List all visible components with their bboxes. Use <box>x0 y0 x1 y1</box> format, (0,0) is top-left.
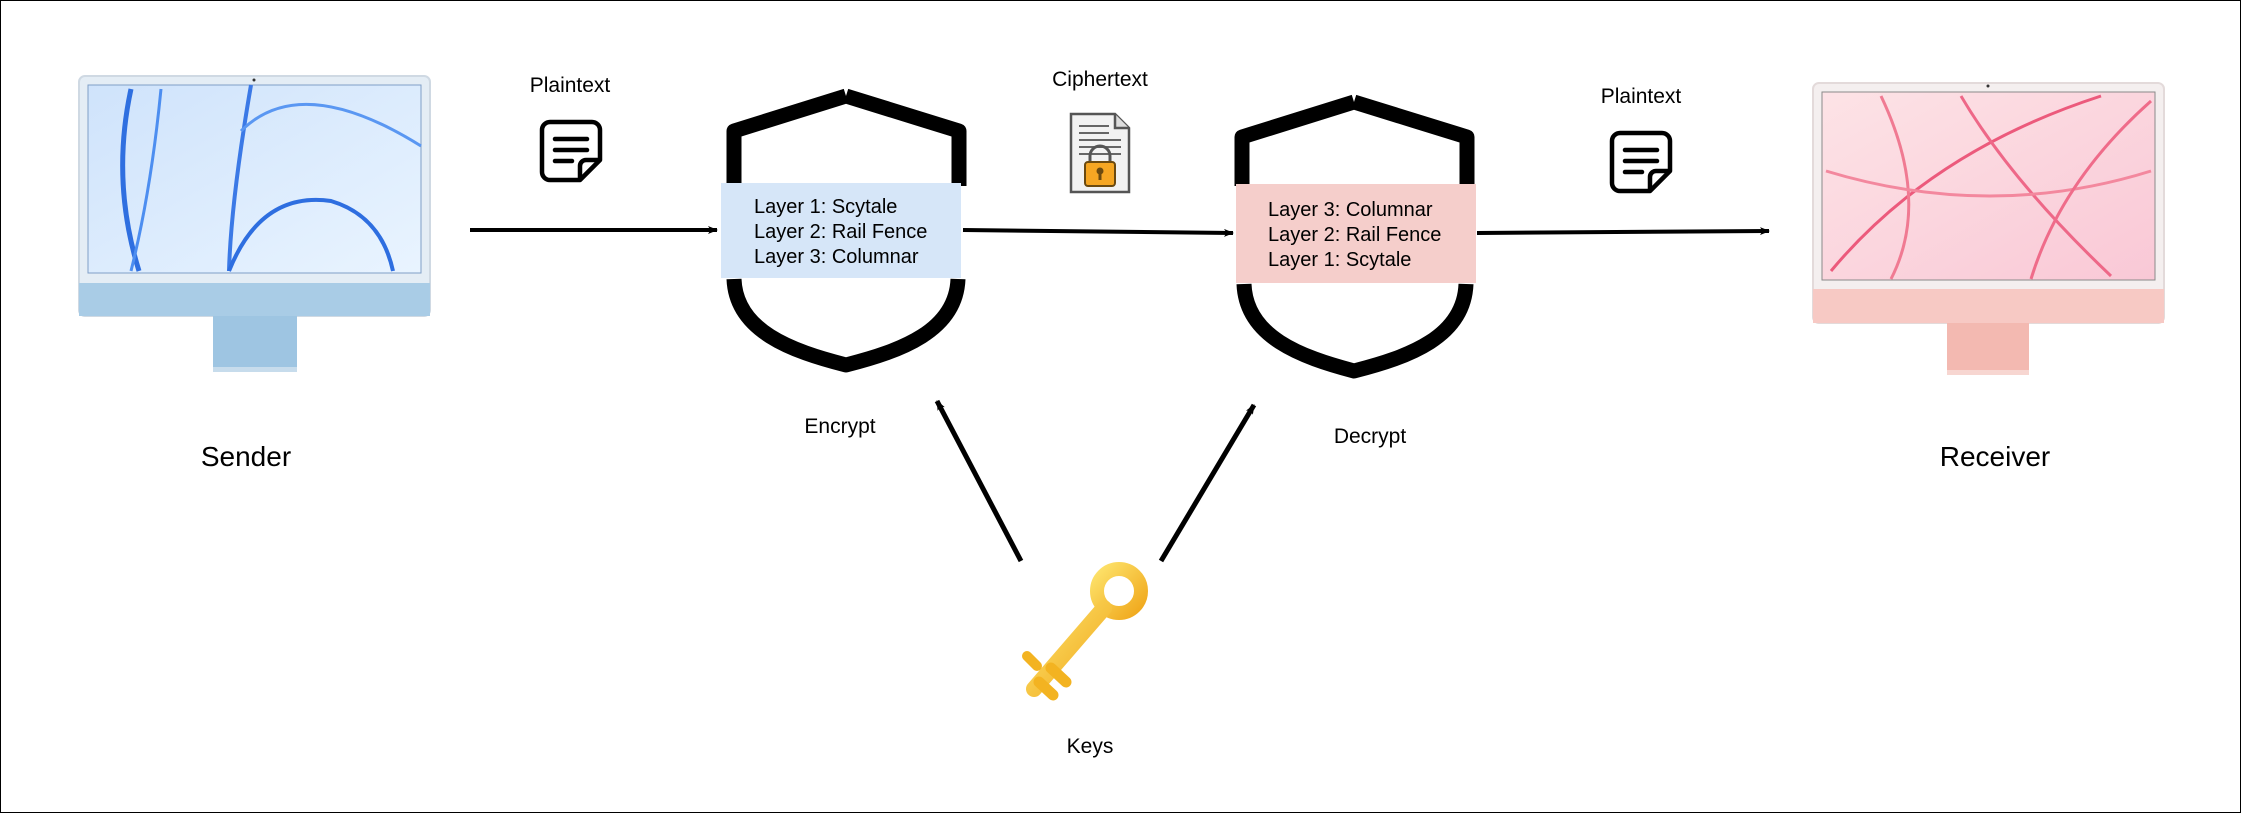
decrypt-shield-icon <box>1234 94 1475 379</box>
receiver-label: Receiver <box>1939 441 2051 472</box>
receiver-monitor-icon <box>1812 82 2165 375</box>
encrypt-layer-3: Layer 3: Columnar <box>754 246 919 268</box>
locked-document-icon <box>1069 112 1131 194</box>
decrypt-layer-1: Layer 3: Columnar <box>1268 199 1433 221</box>
note-icon <box>1609 130 1673 194</box>
sender-label: Sender <box>200 441 292 472</box>
encrypt-layers-box: Layer 1: Scytale Layer 2: Rail Fence Lay… <box>721 183 961 278</box>
ciphertext-label: Ciphertext <box>1052 68 1148 91</box>
decrypt-layers-box: Layer 3: Columnar Layer 2: Rail Fence La… <box>1236 184 1476 283</box>
arrow-decrypt-to-receiver <box>1476 227 1770 236</box>
decrypt-label: Decrypt <box>1333 425 1407 448</box>
encrypt-shield-icon <box>726 88 967 373</box>
arrow-keys-to-decrypt <box>1158 403 1257 563</box>
decrypt-layer-2: Layer 2: Rail Fence <box>1268 224 1442 246</box>
encrypt-label: Encrypt <box>804 415 876 438</box>
encrypt-layer-2: Layer 2: Rail Fence <box>754 221 928 243</box>
decrypt-layer-3: Layer 1: Scytale <box>1268 249 1412 271</box>
arrow-keys-to-encrypt <box>934 399 1024 563</box>
sender-monitor-icon <box>78 75 431 372</box>
note-icon <box>539 119 603 183</box>
key-icon <box>1022 562 1148 701</box>
encrypt-layer-1: Layer 1: Scytale <box>754 196 898 218</box>
keys-label: Keys <box>1066 735 1114 758</box>
arrow-encrypt-to-decrypt <box>962 228 1234 237</box>
plaintext-label-right: Plaintext <box>1600 85 1682 108</box>
plaintext-label-left: Plaintext <box>529 74 611 97</box>
